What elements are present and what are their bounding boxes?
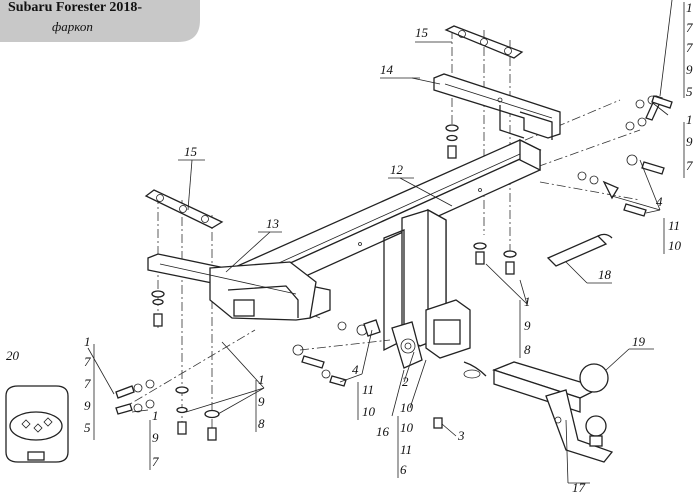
label-11: 11 <box>668 218 680 233</box>
label-10: 10 <box>362 404 376 419</box>
header-badge: Subaru Forester 2018- фаркоп <box>0 0 200 42</box>
label-10: 10 <box>668 238 682 253</box>
label-9: 9 <box>258 394 265 409</box>
label-4: 4 <box>352 362 359 377</box>
label-15: 15 <box>184 144 198 159</box>
label-7: 7 <box>84 376 91 391</box>
subaru-emblem <box>5 385 69 463</box>
label-17: 17 <box>572 480 586 495</box>
cross-beam <box>222 138 542 306</box>
adapter-bar <box>546 233 613 267</box>
label-8: 8 <box>524 342 531 357</box>
label-1: 1 <box>686 0 693 15</box>
label-19: 19 <box>632 334 646 349</box>
socket-plate <box>391 321 423 369</box>
mounting-plate-left <box>144 189 224 229</box>
label-11: 11 <box>362 382 374 397</box>
label-10: 10 <box>400 400 414 415</box>
label-6: 6 <box>400 462 407 477</box>
tow-ball <box>579 363 609 447</box>
label-2: 2 <box>402 374 409 389</box>
label-7: 7 <box>152 454 159 469</box>
label-1: 1 <box>152 408 159 423</box>
part-labels: 1 7 7 9 5 1 9 7 4 11 10 15 14 12 15 13 1… <box>6 0 693 495</box>
bracket-right <box>433 73 561 140</box>
header-subtitle: фаркоп <box>52 19 93 34</box>
label-16: 16 <box>376 424 390 439</box>
separators <box>93 2 685 478</box>
label-7: 7 <box>686 20 693 35</box>
label-10: 10 <box>400 420 414 435</box>
label-11: 11 <box>400 442 412 457</box>
bolt-stack-mid-right <box>577 154 665 217</box>
label-9: 9 <box>524 318 531 333</box>
mounting-plate-top <box>444 25 524 59</box>
label-4: 4 <box>656 194 663 209</box>
label-9: 9 <box>686 62 693 77</box>
bolt-stack-upper-right <box>625 95 673 131</box>
label-18: 18 <box>598 267 612 282</box>
vertical-bolts <box>151 124 517 441</box>
label-1: 1 <box>84 334 91 349</box>
header-model: Subaru Forester 2018- <box>8 0 142 15</box>
label-9: 9 <box>152 430 159 445</box>
label-3: 3 <box>457 428 465 443</box>
label-5: 5 <box>686 84 693 99</box>
hitch-pin <box>463 361 487 379</box>
label-12: 12 <box>390 162 404 177</box>
label-8: 8 <box>258 416 265 431</box>
label-7: 7 <box>84 354 91 369</box>
label-5: 5 <box>84 420 91 435</box>
bolt-stack-left <box>115 379 155 415</box>
label-15: 15 <box>415 25 429 40</box>
label-9: 9 <box>84 398 91 413</box>
leader-lines <box>87 0 673 484</box>
label-20: 20 <box>6 348 20 363</box>
bolt-stack-center <box>292 319 381 387</box>
bracket-left <box>147 253 331 321</box>
label-1: 1 <box>686 112 693 127</box>
label-13: 13 <box>266 216 280 231</box>
label-7: 7 <box>686 40 693 55</box>
label-7: 7 <box>686 158 693 173</box>
label-9: 9 <box>686 134 693 149</box>
label-1: 1 <box>258 372 265 387</box>
label-14: 14 <box>380 62 394 77</box>
label-1: 1 <box>524 294 531 309</box>
